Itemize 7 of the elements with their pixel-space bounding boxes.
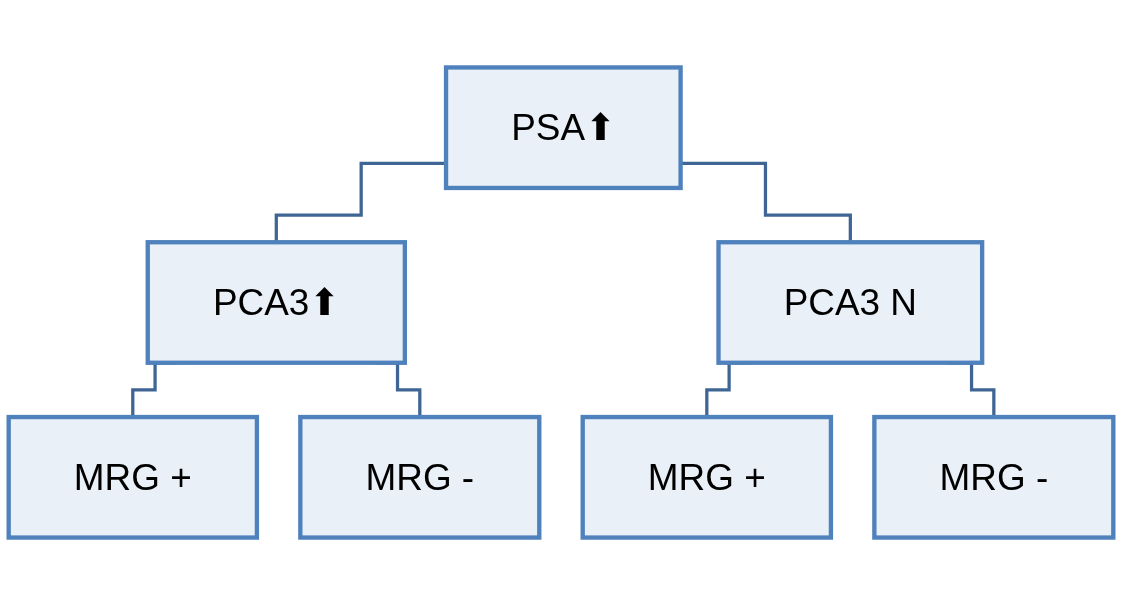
node-box: MRG - [872,414,1116,540]
node-box: PCA3⬆ [145,240,408,365]
node-box: PCA3 N [716,240,985,365]
node-box: MRG + [580,414,834,540]
node-box: MRG - [298,414,542,540]
node-box: PSA⬆ [443,65,683,191]
node-box: MRG + [6,414,260,540]
